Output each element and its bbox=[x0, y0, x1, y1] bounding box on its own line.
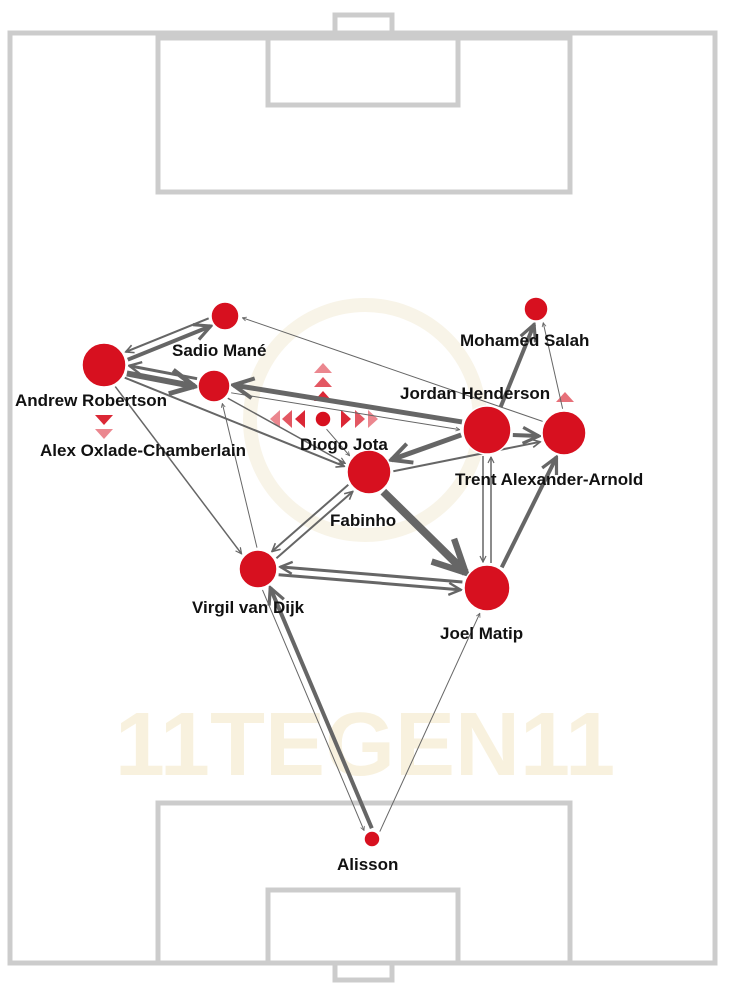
pass-edge-taa-mane bbox=[242, 318, 543, 422]
pass-edge-fabinho-matip bbox=[380, 488, 465, 573]
pitch-lines bbox=[7, 12, 718, 983]
bottom-goal bbox=[332, 960, 395, 983]
position-marker-icon bbox=[95, 429, 113, 439]
pass-edge-henderson-aoc bbox=[233, 385, 463, 425]
player-label-alisson: Alisson bbox=[337, 855, 398, 874]
pitch-outline bbox=[7, 30, 718, 966]
bottom-penalty-box bbox=[155, 800, 573, 966]
watermark: 11TEGEN11 bbox=[115, 298, 615, 795]
player-label-jota: Diogo Jota bbox=[300, 435, 388, 454]
player-node-jota[interactable] bbox=[314, 410, 332, 428]
pass-edges bbox=[114, 317, 564, 832]
position-marker-icon bbox=[270, 410, 280, 428]
player-node-vvd[interactable] bbox=[238, 549, 278, 589]
pass-edge-vvd-fabinho bbox=[275, 491, 352, 559]
pass-edge-taa-salah bbox=[543, 323, 564, 409]
player-node-aoc[interactable] bbox=[197, 369, 231, 403]
player-label-fabinho: Fabinho bbox=[330, 511, 396, 530]
pass-edge-vvd-matip bbox=[278, 573, 461, 590]
player-label-mane: Sadio Mané bbox=[172, 341, 266, 360]
player-label-matip: Joel Matip bbox=[440, 624, 523, 643]
top-penalty-box bbox=[155, 35, 573, 195]
player-node-fabinho[interactable] bbox=[346, 449, 392, 495]
position-marker-icon bbox=[368, 410, 378, 428]
pass-edge-robertson-aoc bbox=[126, 373, 195, 386]
pass-edge-fabinho-taa bbox=[393, 442, 540, 473]
pass-edge-mane-robertson bbox=[126, 317, 210, 352]
player-node-henderson[interactable] bbox=[462, 405, 512, 455]
position-marker-icon bbox=[95, 415, 113, 425]
pass-edge-vvd-alisson bbox=[262, 589, 364, 831]
pass-edge-henderson-fabinho bbox=[391, 432, 463, 460]
pass-edge-jota-fabinho bbox=[326, 428, 350, 456]
player-node-matip[interactable] bbox=[463, 564, 511, 612]
pass-edge-vvd-aoc bbox=[222, 404, 258, 548]
pass-edge-robertson-vvd bbox=[114, 386, 241, 554]
player-node-alisson[interactable] bbox=[363, 830, 381, 848]
pass-edge-henderson-salah bbox=[498, 324, 534, 409]
player-label-henderson: Jordan Henderson bbox=[400, 384, 550, 403]
player-label-salah: Mohamed Salah bbox=[460, 331, 589, 350]
top-six-yard-box bbox=[265, 35, 461, 108]
position-marker-icon bbox=[355, 410, 365, 428]
position-marker-icon bbox=[314, 363, 332, 373]
player-label-robertson: Andrew Robertson bbox=[15, 391, 167, 410]
player-label-vvd: Virgil van Dijk bbox=[192, 598, 305, 617]
pass-edge-matip-taa bbox=[499, 457, 559, 569]
pass-edge-aoc-henderson bbox=[231, 392, 460, 430]
player-node-mane[interactable] bbox=[210, 301, 240, 331]
pass-edge-alisson-matip bbox=[379, 613, 480, 832]
pass-edge-matip-vvd bbox=[280, 567, 463, 584]
watermark-text: 11TEGEN11 bbox=[115, 695, 615, 795]
player-node-salah[interactable] bbox=[523, 296, 549, 322]
pass-edge-aoc-robertson bbox=[129, 366, 198, 381]
player-label-aoc: Alex Oxlade-Chamberlain bbox=[40, 441, 246, 460]
position-marker-icon bbox=[295, 410, 305, 428]
pass-edge-aoc-fabinho bbox=[227, 397, 345, 465]
pass-edge-fabinho-vvd bbox=[272, 484, 349, 552]
pass-edge-henderson-taa bbox=[512, 435, 539, 436]
player-node-robertson[interactable] bbox=[81, 342, 127, 388]
bottom-six-yard-box bbox=[265, 887, 461, 966]
pass-edge-robertson-fabinho bbox=[124, 376, 345, 467]
top-goal bbox=[332, 12, 395, 36]
player-nodes bbox=[81, 296, 587, 848]
player-node-taa[interactable] bbox=[541, 410, 587, 456]
pass-edge-alisson-vvd bbox=[270, 588, 374, 830]
position-marker-icon bbox=[314, 377, 332, 387]
position-marker-icon bbox=[282, 410, 292, 428]
player-label-taa: Trent Alexander-Arnold bbox=[455, 470, 643, 489]
pass-edge-robertson-mane bbox=[126, 326, 211, 362]
position-marker-icon bbox=[341, 410, 351, 428]
